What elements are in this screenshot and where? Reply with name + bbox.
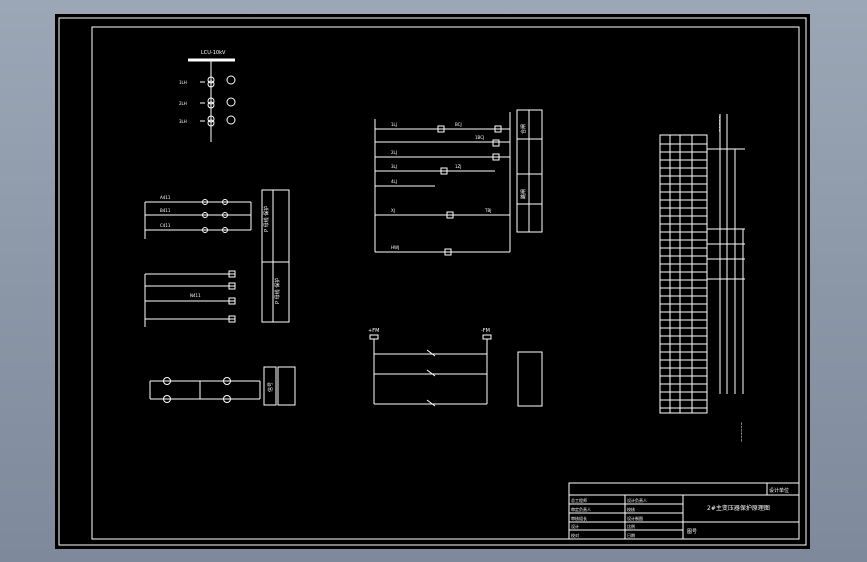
signal-lamp-circuit: 信号 <box>149 366 296 406</box>
bus-label: LCU-10kV <box>201 50 226 56</box>
single-line-diagram: LCU-10kV 1LH 2LH 3LH <box>179 50 236 142</box>
relay-block-4: 跳闸 <box>520 189 527 199</box>
ctrl-label-8: TBJ <box>484 208 491 213</box>
tb-left-4: 设计 <box>571 523 579 529</box>
control-circuit: 1LJ 2LJ 3LJ 4LJ BCJ 1ZJ XJ TBJ HWJ 1BCJ … <box>374 109 543 256</box>
tb-left-2: 审定负责人 <box>571 506 591 512</box>
ctrl-label-2: 2LJ <box>391 150 397 155</box>
current-circuit: A411 B411 C411 P 母线 保护 <box>144 189 290 263</box>
schematic-drawing: LCU-10kV 1LH 2LH 3LH A411 B411 C411 P 母线… <box>58 17 807 546</box>
svg-text:~~~~~: ~~~~~ <box>717 115 722 132</box>
tb-left-5: 校对 <box>571 532 579 538</box>
ctrl-label-4: 4LJ <box>391 179 397 184</box>
switch-label-3: 3LH <box>179 119 187 124</box>
voltage-circuit: N411 P 母线 保护 <box>144 261 290 327</box>
title-block-header: 设计单位 <box>769 487 789 494</box>
tb-mid-2: 校核 <box>627 506 635 512</box>
ctrl-label-10: 1BCJ <box>475 135 484 140</box>
relay-block-2: P 母线 保护 <box>274 278 281 304</box>
switch-label-2: 2LH <box>179 101 187 106</box>
relay-block-3: 合闸 <box>520 124 527 134</box>
tb-mid-3: 设计制图 <box>627 515 643 521</box>
ctrl-label-3: 3LJ <box>391 164 397 169</box>
terminal-table: ~~~~~ ~~~~~~ <box>659 114 745 442</box>
relay-block-5: 信号 <box>267 382 274 392</box>
tb-mid-4: 比例 <box>627 523 635 529</box>
sheet-label: 图号 <box>687 529 697 535</box>
dc-circuit: +FM -FM <box>368 328 543 407</box>
ctrl-label-9: HWJ <box>391 245 399 250</box>
ctrl-label-6: 1ZJ <box>455 164 461 169</box>
dc-plus-label: +FM <box>368 328 379 334</box>
tb-left-3: 审核组长 <box>571 515 587 521</box>
terminal-c: C411 <box>160 223 171 228</box>
switch-label-1: 1LH <box>179 80 187 85</box>
ctrl-label-7: XJ <box>391 208 395 213</box>
drawing-sheet: LCU-10kV 1LH 2LH 3LH A411 B411 C411 P 母线… <box>55 14 810 549</box>
ctrl-label-5: BCJ <box>455 122 462 127</box>
tb-mid-1: 设计负责人 <box>627 497 647 503</box>
terminal-a: A411 <box>160 195 171 200</box>
relay-block-1: P 母线 保护 <box>263 206 270 232</box>
drawing-title: 2#主变压器保护原理图 <box>707 504 770 512</box>
tb-mid-5: 日期 <box>627 532 635 538</box>
tb-left-1: 总工程师 <box>571 497 587 503</box>
title-block: 设计单位 2#主变压器保护原理图 图号 总工程师 审定负责人 审核组长 设计 校… <box>568 482 800 540</box>
terminal-b: B411 <box>160 208 171 213</box>
ctrl-label-1: 1LJ <box>391 122 397 127</box>
dc-minus-label: -FM <box>481 328 490 334</box>
svg-text:~~~~~~: ~~~~~~ <box>739 422 744 442</box>
terminal-n: N411 <box>190 293 201 298</box>
